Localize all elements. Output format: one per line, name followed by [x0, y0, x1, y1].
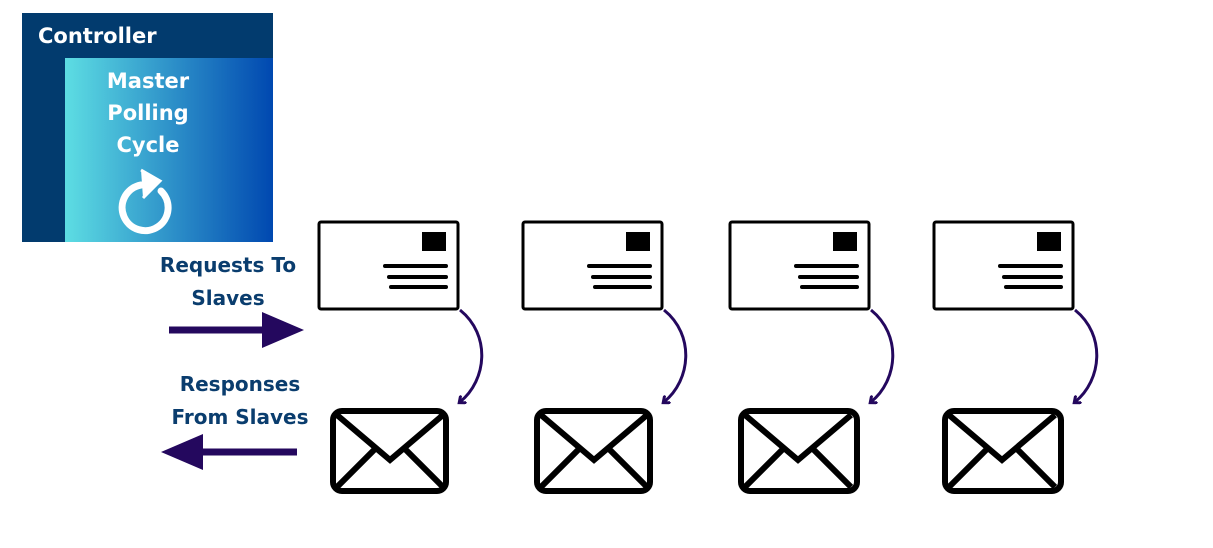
requests-label-2: Slaves: [191, 286, 264, 310]
cycle-label-2: Polling: [107, 101, 188, 125]
requests-label: Requests To Slaves: [160, 253, 296, 310]
bus-line: [143, 242, 1170, 365]
left-arrow-icon: [161, 434, 297, 470]
slave-3: [728, 220, 895, 494]
response-curve-arrow-icon: [1075, 308, 1099, 402]
slave-2: [521, 220, 688, 494]
request-postcard-icon: [317, 220, 460, 311]
request-postcard-icon: [728, 220, 871, 311]
cycle-label-3: Cycle: [117, 133, 180, 157]
response-envelope-icon: [330, 408, 449, 494]
response-envelope-icon: [738, 408, 860, 494]
responses-label: Responses From Slaves: [171, 372, 308, 429]
response-envelope-icon: [534, 408, 653, 494]
right-arrow-icon: [169, 312, 304, 348]
cycle-label-1: Master: [107, 69, 190, 93]
master-polling-cycle: Master Polling Cycle: [65, 58, 273, 242]
response-curve-arrow-icon: [871, 308, 895, 402]
request-postcard-icon: [932, 220, 1075, 311]
response-envelope-icon: [942, 408, 1064, 494]
requests-label-1: Requests To: [160, 253, 296, 277]
responses-label-1: Responses: [180, 372, 301, 396]
response-curve-arrow-icon: [460, 308, 484, 402]
slave-4: [932, 220, 1099, 494]
responses-label-2: From Slaves: [171, 405, 308, 429]
response-curve-arrow-icon: [664, 308, 688, 402]
slave-1: [317, 220, 484, 494]
request-postcard-icon: [521, 220, 664, 311]
refresh-icon: [118, 168, 172, 235]
controller-title: Controller: [38, 24, 157, 48]
